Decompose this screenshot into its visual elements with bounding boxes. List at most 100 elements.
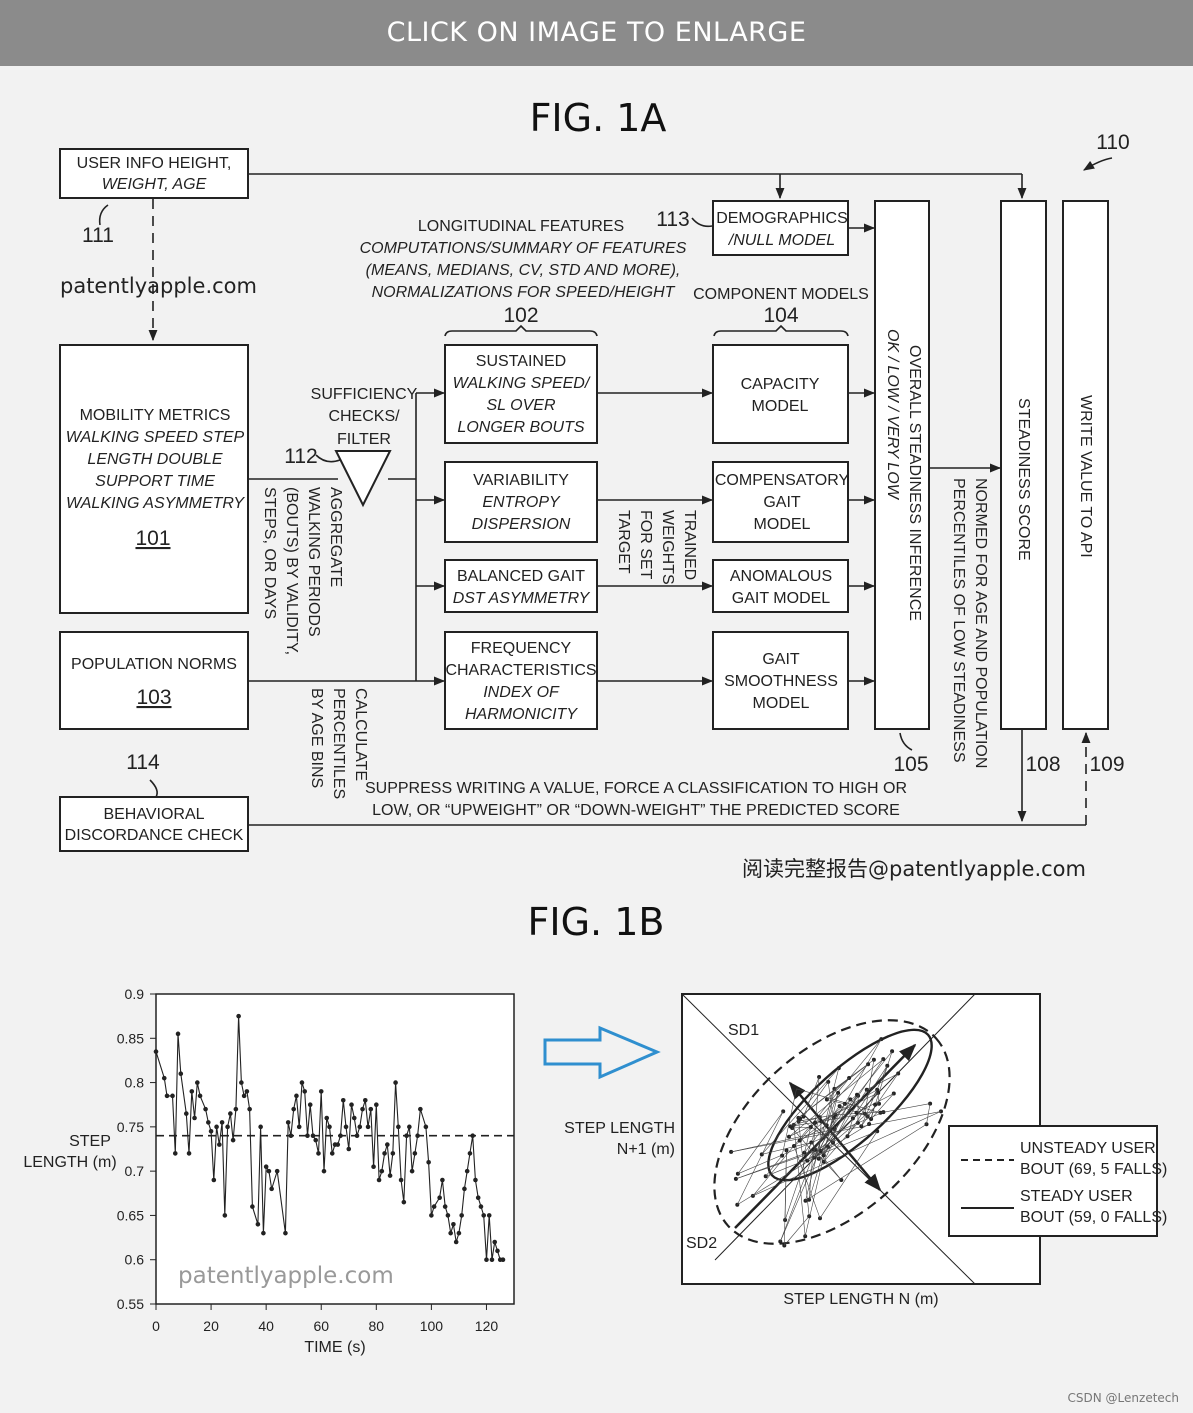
longitudinal-line-2: COMPUTATIONS/SUMMARY OF FEATURES [360,240,687,257]
feature-variability-box [444,461,598,543]
poincare-trace [870,1093,895,1120]
data-point [423,1124,429,1130]
frequency-line-2: CHARACTERISTICS [445,662,596,679]
sufficiency-line-2: CHECKS/ [328,408,400,425]
data-point [208,1128,214,1134]
balanced-line-1: BALANCED GAIT [457,568,585,585]
ref-113-leader [691,217,713,228]
data-point [437,1195,442,1201]
population-norms-box [59,631,249,730]
chart-plot-area [155,993,515,1305]
data-point [263,1164,269,1170]
data-point [340,1097,346,1103]
smoothness-line-3: MODEL [753,695,810,712]
data-point [203,1106,208,1112]
ref-112-leader [315,454,341,463]
data-point [368,1106,374,1112]
data-point [357,1124,363,1130]
percentiles-line-2: PERCENTILES [330,688,347,799]
ref-105-leader [899,732,913,751]
compensatory-line-2: GAIT [763,494,801,511]
data-point [247,1106,252,1112]
data-point [233,1106,239,1112]
data-point [478,1204,484,1209]
poincare-trace [819,1131,878,1219]
data-point [164,1093,170,1099]
data-point [274,1168,280,1174]
legend-steady-line-2: BOUT (59, 0 FALLS) [1020,1209,1167,1226]
data-point [431,1204,437,1209]
poincare-trace [803,1076,820,1117]
data-point [354,1133,360,1139]
trained-line-1: TRAINED [681,510,698,580]
poincare-scatter [729,1037,943,1248]
poincare-trace [807,1118,854,1161]
poincare-trace [814,1064,869,1123]
data-point [186,1151,192,1156]
data-point [459,1213,464,1218]
mobility-line-2: WALKING SPEED STEP [66,429,245,446]
legend-unsteady-line-1: UNSTEADY USER [1020,1140,1156,1157]
blue-arrow-icon [543,1025,661,1080]
data-point [473,1177,478,1183]
data-point [313,1137,319,1143]
data-point [418,1106,423,1112]
capacity-line-1: CAPACITY [741,376,820,393]
data-point [255,1221,261,1227]
feature-sustained-box [444,344,598,444]
data-point [453,1239,459,1245]
data-point [440,1177,445,1183]
poincare-trace [823,1089,868,1156]
smoothness-line-2: SMOOTHNESS [724,673,838,690]
data-point [396,1124,401,1130]
data-point [170,1093,175,1099]
poincare-trace [780,1149,816,1242]
data-point [407,1124,412,1130]
model-smoothness-box [712,631,849,730]
data-point [362,1097,368,1103]
legend-unsteady-line-2: BOUT (69, 5 FALLS) [1020,1161,1167,1178]
percentiles-line-1: CALCULATE [352,688,369,781]
data-point [486,1213,492,1218]
x-tick-label: 60 [313,1318,329,1334]
longitudinal-line-1: LONGITUDINAL FEATURES [418,218,624,235]
data-point [495,1248,500,1254]
compensatory-line-3: MODEL [754,516,811,533]
data-point [426,1159,431,1165]
data-point [360,1106,365,1112]
data-point [222,1213,228,1218]
behavioral-check-box [59,796,249,852]
data-point [228,1111,233,1116]
watermark-1b: patentlyapple.com [178,1263,394,1289]
data-point [346,1146,352,1152]
compensatory-line-1: COMPENSATORY [715,472,850,489]
data-point [183,1111,189,1116]
frequency-line-4: HARMONICITY [465,706,578,723]
enlarge-banner[interactable]: CLICK ON IMAGE TO ENLARGE [0,0,1193,66]
data-point [189,1089,195,1094]
data-point [456,1230,462,1236]
data-point [429,1213,434,1218]
poincare-trace [856,1065,888,1113]
percentiles-label: CALCULATE PERCENTILES BY AGE BINS [308,688,369,799]
ref-110: 110 [1096,131,1129,154]
suppress-line-2: LOW, OR “UPWEIGHT” OR “DOWN-WEIGHT” THE … [372,802,900,819]
watermark-1a: patentlyapple.com [60,274,257,298]
poincare-trace [826,1088,835,1126]
poincare-trace [813,1051,893,1150]
poincare-trace [861,1073,899,1127]
aggregate-line-1: AGGREGATE [327,487,344,587]
data-point [374,1102,379,1108]
poincare-trace [784,1216,810,1246]
poincare-trace [798,1114,836,1122]
y-tick-label: 0.85 [117,1030,144,1046]
model-capacity-box [712,344,849,444]
population-norms-label: POPULATION NORMS [71,656,237,673]
write-api-text: WRITE VALUE TO API [1077,395,1094,558]
poincare-trace [737,1111,784,1174]
poincare-trace [818,1121,822,1159]
series-line [155,1016,503,1261]
y-ticks: 0.550.60.650.70.750.80.850.9 [117,986,156,1312]
data-point [324,1115,330,1121]
poincare-trace [847,1089,878,1137]
